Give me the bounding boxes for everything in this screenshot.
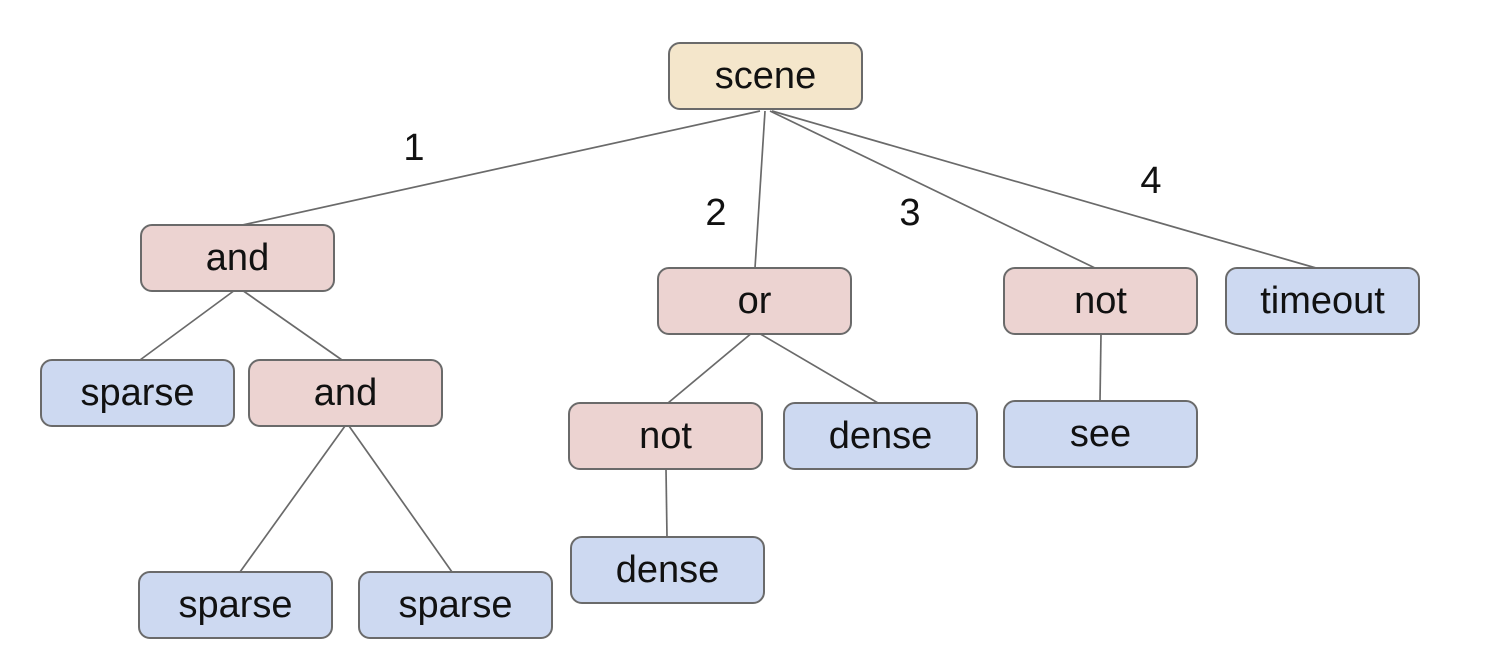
node-dense-right: dense [783,402,978,470]
edge-scene-or [754,110,766,269]
node-label: timeout [1260,280,1385,322]
edge-or-not [667,331,754,404]
node-or: or [657,267,852,335]
edge-and2-sparse-l [239,425,346,573]
edge-scene-timeout [771,110,1317,269]
node-dense-bottom: dense [570,536,765,604]
edge-and-sparse [139,289,236,361]
node-see: see [1003,400,1198,468]
node-label: sparse [178,584,293,626]
node-sparse-bottom-right: sparse [358,571,553,639]
node-sparse-left: sparse [40,359,235,427]
node-and-outer: and [140,224,335,292]
node-label: see [1069,413,1132,455]
node-not-middle: not [568,402,763,470]
node-label: scene [714,55,817,97]
edge-not-see [1099,333,1102,402]
node-label: and [313,372,378,414]
edge-not2-dense [665,468,668,538]
edge-and-and [241,289,343,361]
edge-label-2: 2 [705,192,727,234]
node-label: sparse [80,372,195,414]
node-label: not [639,415,692,457]
edge-label-3: 3 [899,192,921,234]
node-not-right: not [1003,267,1198,335]
node-label: sparse [398,584,513,626]
node-and-inner: and [248,359,443,427]
node-label: or [737,280,772,322]
node-label: not [1074,280,1127,322]
edge-label-4: 4 [1140,160,1162,202]
node-timeout: timeout [1225,267,1420,335]
edge-scene-not [769,110,1096,269]
edge-scene-and [237,110,761,227]
node-label: dense [828,415,933,457]
node-label: and [205,237,270,279]
node-sparse-bottom-left: sparse [138,571,333,639]
edge-or-dense [756,331,879,404]
edge-label-1: 1 [403,127,425,169]
node-scene: scene [668,42,863,110]
node-label: dense [615,549,720,591]
edge-and2-sparse-r [348,425,453,573]
